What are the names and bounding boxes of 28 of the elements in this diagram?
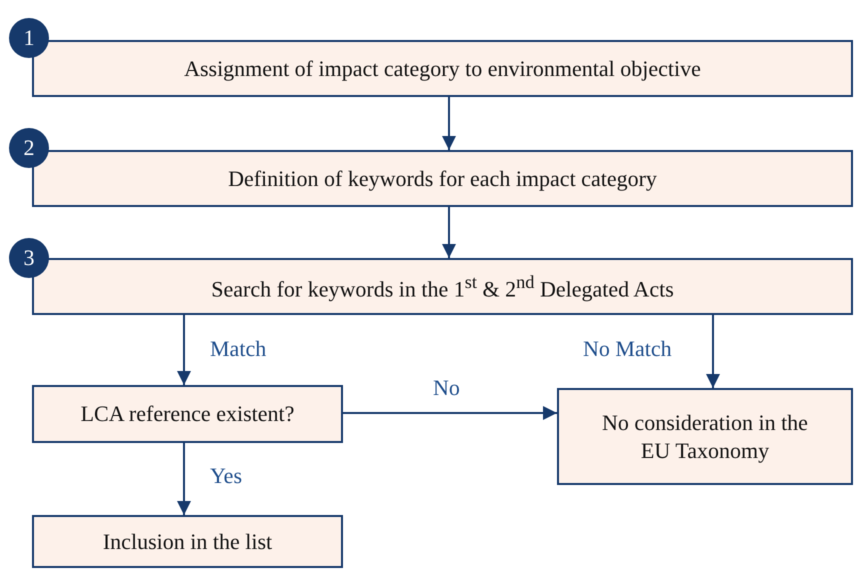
process-box xyxy=(32,150,853,207)
edge-label: Match xyxy=(210,336,266,362)
step-text: Definition of keywords for each impact category xyxy=(228,164,657,192)
step-circle xyxy=(9,238,49,278)
step-text: LCA reference existent? xyxy=(80,400,294,428)
arrow xyxy=(442,207,456,258)
step-text: Search for keywords in the 1$^{st}$ & 2$^{nd}$ Delegated Acts xyxy=(211,270,674,302)
arrow xyxy=(706,315,720,388)
step-circle xyxy=(9,18,49,58)
process-box xyxy=(32,258,853,315)
arrow xyxy=(442,97,456,150)
process-box xyxy=(32,515,343,568)
edge-label: No xyxy=(433,375,460,401)
arrow xyxy=(177,315,191,385)
edge-label: Yes xyxy=(210,463,242,489)
step-circle xyxy=(9,128,49,168)
step-text: Assignment of impact category to environmental objective xyxy=(184,54,701,82)
process-box xyxy=(557,388,853,485)
step-number: 1 xyxy=(24,25,34,51)
process-box xyxy=(32,385,343,443)
edge-label: No Match xyxy=(583,336,672,362)
step-text: No consideration in the EU Taxonomy xyxy=(601,409,809,464)
arrow xyxy=(177,443,191,515)
step-number: 2 xyxy=(24,135,34,161)
arrow xyxy=(343,406,557,420)
step-text: Inclusion in the list xyxy=(102,528,272,556)
step-number: 3 xyxy=(24,245,34,271)
process-box xyxy=(32,40,853,97)
